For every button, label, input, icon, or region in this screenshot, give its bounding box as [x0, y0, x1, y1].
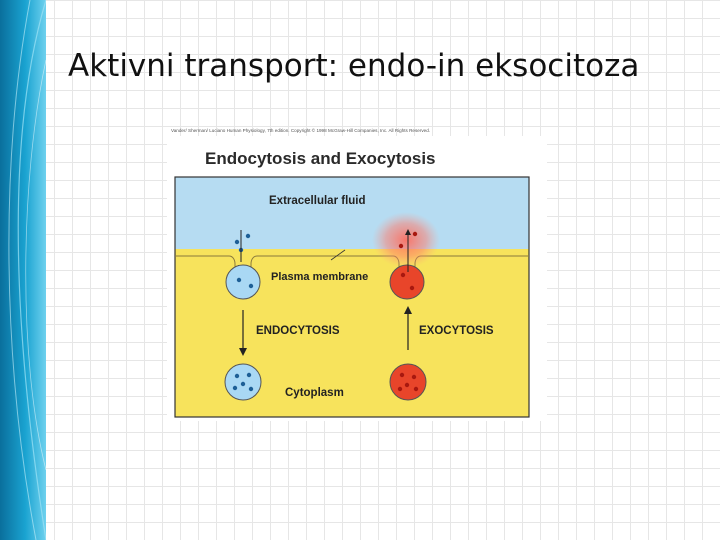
- side-band-curves: [8, 0, 46, 540]
- label-endocytosis: ENDOCYTOSIS: [256, 325, 340, 337]
- particle: [234, 373, 240, 379]
- label-cytoplasm: Cytoplasm: [285, 387, 344, 399]
- particle: [397, 386, 403, 392]
- particle: [245, 233, 251, 239]
- label-exocytosis: EXOCYTOSIS: [419, 325, 494, 337]
- particle: [412, 231, 418, 237]
- particle: [400, 272, 406, 278]
- particle: [236, 277, 242, 283]
- particle: [404, 382, 410, 388]
- particle: [409, 285, 415, 291]
- particle: [413, 386, 419, 392]
- particle: [234, 239, 240, 245]
- particle: [248, 386, 254, 392]
- slide-title: Aktivni transport: endo-in eksocitoza: [68, 48, 640, 84]
- figure-credit: Vander/ Sherman/ Luciano Human Physiolog…: [171, 127, 430, 133]
- figure-canvas: Vander/ Sherman/ Luciano Human Physiolog…: [167, 127, 547, 421]
- secretory-vesicle: [389, 363, 427, 401]
- arrowhead: [239, 348, 247, 356]
- membrane-leader-line: [330, 249, 346, 261]
- exocytosis-release-glow: [372, 212, 440, 268]
- label-plasma-membrane: Plasma membrane: [271, 271, 368, 283]
- exocytosis-fusing-vesicle: [389, 264, 425, 300]
- particle: [248, 283, 254, 289]
- label-extracellular-fluid: Extracellular fluid: [269, 195, 366, 207]
- cytoplasm-region: [175, 249, 529, 417]
- particle: [240, 381, 246, 387]
- arrowhead: [405, 229, 411, 235]
- arrowhead: [404, 306, 412, 314]
- figure-title: Endocytosis and Exocytosis: [205, 149, 436, 168]
- extracellular-region: [175, 177, 529, 249]
- endocytosis-exocytosis-figure: Vander/ Sherman/ Luciano Human Physiolog…: [163, 122, 549, 424]
- decorative-side-band: [0, 0, 46, 540]
- particle: [232, 385, 238, 391]
- particle: [398, 243, 404, 249]
- endocytosis-budding-vesicle: [225, 264, 261, 300]
- particle: [399, 372, 405, 378]
- diagram-frame: [174, 176, 530, 418]
- particle: [411, 374, 417, 380]
- particle: [246, 372, 252, 378]
